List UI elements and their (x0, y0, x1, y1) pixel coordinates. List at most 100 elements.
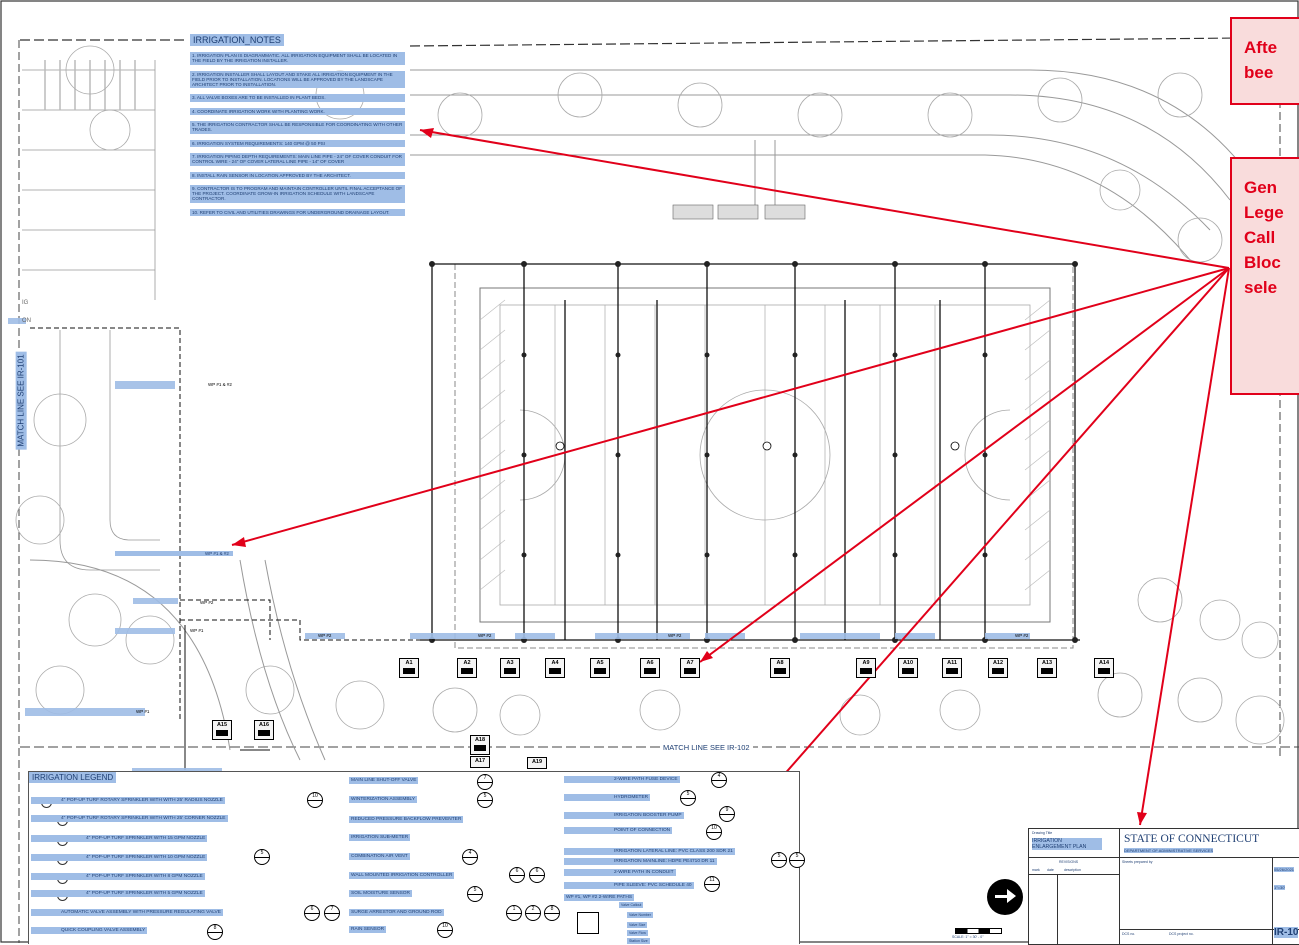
north-arrow-icon (987, 879, 1023, 915)
valve-callout[interactable]: A16 (254, 720, 274, 740)
legend-item: AUTOMATIC VALVE ASSEMBLY WITH PRESSURE R… (31, 909, 223, 916)
drawing-date: 05/26/2021 (1274, 867, 1295, 872)
valve-callout[interactable]: A12 (988, 658, 1008, 678)
legend-item: 2-WIRE PATH IN CONDUIT (564, 869, 676, 876)
scale-bar-label: SCALE: 1" = 30' - 0" (952, 935, 984, 939)
rev-col-mark: mark (1032, 868, 1040, 872)
legend-item: 2-WIRE PATH FUSE DEVICE (564, 776, 680, 783)
valve-callout[interactable]: A9 (856, 658, 876, 678)
drawing-title: IRRIGATION ENLARGEMENT PLAN (1032, 838, 1102, 850)
note-item: 5. THE IRRIGATION CONTRACTOR SHALL BE RE… (190, 121, 405, 134)
detail-callout: 6 (529, 867, 545, 883)
detail-callout: 5 (771, 852, 787, 868)
detail-callout: 8 (544, 905, 560, 921)
legend-item: IRRIGATION MAINLINE: HDPE PE4710 DR 11 (564, 858, 717, 865)
revisions-label: REVISIONS (1059, 860, 1079, 864)
legend-item: 4" POP-UP TURF SPRINKLER WITH 15 GPM NOZ… (31, 835, 208, 842)
detail-callout: 4 (462, 849, 478, 865)
detail-callout: 10 (307, 792, 323, 808)
annotation-text: Gen Lege Call Bloc sele (1244, 178, 1284, 297)
irrigation-legend: IRRIGATION LEGEND 4" POP-UP TURF ROTARY … (28, 771, 805, 944)
note-item: 3. ALL VALVE BOXES ARE TO BE INSTALLED I… (190, 94, 405, 102)
detail-callout: 5 (680, 790, 696, 806)
legend-item: HYDROMETER (564, 794, 651, 801)
note-item: 6. IRRIGATION SYSTEM REQUIREMENTS: 140 G… (190, 139, 405, 147)
match-line-bottom: MATCH LINE SEE IR-102 (660, 743, 753, 752)
valve-key-label: Valve Size (627, 922, 648, 928)
wire-path-label: WP #2 (478, 633, 492, 638)
valve-callout[interactable]: A5 (590, 658, 610, 678)
drawing-scale: 1"=30' (1274, 885, 1286, 890)
detail-callout: 11 (704, 876, 720, 892)
legend-item: COMBINATION AIR VENT (349, 853, 410, 860)
valve-callout[interactable]: A1 (399, 658, 419, 678)
dcs-project-no-label: DCS project no. (1169, 932, 1194, 936)
valve-callout-key (577, 912, 599, 934)
detail-callout: 10 (437, 922, 453, 938)
wire-path-label: WP #2 (318, 633, 332, 638)
valve-callout[interactable]: A7 (680, 658, 700, 678)
legend-item: SOIL MOISTURE SENSOR (349, 890, 412, 897)
rev-col-date: date (1047, 868, 1054, 872)
annotation-callout: Gen Lege Call Bloc sele (1230, 157, 1299, 395)
note-item: 2. IRRIGATION INSTALLER SHALL LAYOUT AND… (190, 70, 405, 89)
wire-path-label: WP #2 (1015, 633, 1029, 638)
valve-callout[interactable]: A11 (942, 658, 962, 678)
note-item: 4. COORDINATE IRRIGATION WORK WITH PLANT… (190, 107, 405, 116)
valve-callout[interactable]: A8 (770, 658, 790, 678)
left-edge-label: IG (22, 300, 29, 306)
wire-path-label: WP #2 (200, 600, 214, 605)
legend-item: REDUCED PRESSURE BACKFLOW PREVENTER (349, 816, 464, 823)
match-line-left: MATCH LINE SEE IR-101 (15, 351, 27, 450)
detail-callout: 2 (525, 905, 541, 921)
legend-item: IRRIGATION BOOSTER PUMP (564, 812, 684, 819)
title-block: Drawing Title IRRIGATION ENLARGEMENT PLA… (1028, 828, 1299, 945)
scale-bar (955, 928, 1002, 934)
detail-callout: 5 (467, 886, 483, 902)
annotation-text: Afte bee (1244, 38, 1278, 82)
valve-callout[interactable]: A3 (500, 658, 520, 678)
legend-item: IRRIGATION LATERAL LINE: PVC CLASS 200 S… (564, 848, 735, 855)
legend-item: POINT OF CONNECTION (564, 827, 673, 834)
valve-key-label: Valve Flow (627, 930, 648, 936)
valve-callout[interactable]: A13 (1037, 658, 1057, 678)
valve-key-label: Station Size (627, 938, 650, 944)
valve-callout[interactable]: A15 (212, 720, 232, 740)
valve-callout[interactable]: A10 (898, 658, 918, 678)
detail-callout: 6 (304, 905, 320, 921)
irrigation-notes: IRRIGATION_NOTES 1. IRRIGATION PLAN IS D… (190, 30, 405, 222)
legend-item: MAIN LINE SHUT-OFF VALVE (349, 777, 419, 784)
legend-item: WP #1, WP #2 2-WIRE PATHS (564, 894, 635, 901)
legend-item: 4" POP-UP TURF SPRINKLER WITH 5 GPM NOZZ… (31, 890, 205, 897)
note-item: 8. INSTALL RAIN SENSOR IN LOCATION APPRO… (190, 171, 405, 179)
prepared-by-label: Sheets prepared by (1122, 860, 1153, 864)
detail-callout: 5 (477, 792, 493, 808)
wire-path-label: WP #1 (190, 628, 204, 633)
sheet-number: IR-10 (1274, 927, 1299, 938)
legend-item: 4" POP-UP TURF SPRINKLER WITH 8 GPM NOZZ… (31, 873, 205, 880)
detail-callout: 4 (711, 772, 727, 788)
legend-item: QUICK COUPLING VALVE ASSEMBLY (31, 927, 148, 934)
detail-callout: 7 (477, 774, 493, 790)
valve-callout[interactable]: A6 (640, 658, 660, 678)
wire-path-label: WP #1 (136, 709, 150, 714)
legend-item: WINTERIZATION ASSEMBLY (349, 796, 418, 803)
note-item: 10. REFER TO CIVIL AND UTILITIES DRAWING… (190, 208, 405, 217)
valve-callout[interactable]: A18 (470, 735, 490, 755)
department-name: DEPARTMENT OF ADMINISTRATIVE SERVICES (1124, 848, 1214, 853)
legend-title: IRRIGATION LEGEND (29, 772, 117, 783)
detail-callout: 6 (509, 867, 525, 883)
valve-callout[interactable]: A19 (527, 757, 547, 769)
note-item: 7. IRRIGATION PIPING DEPTH REQUIREMENTS:… (190, 152, 405, 166)
valve-callout[interactable]: A17 (470, 756, 490, 768)
valve-callout[interactable]: A14 (1094, 658, 1114, 678)
agency-name: STATE OF CONNECTICUT (1124, 833, 1260, 845)
legend-item: 4" POP-UP TURF ROTARY SPRINKLER WITH WIT… (31, 797, 225, 804)
drawing-title-label: Drawing Title (1032, 831, 1053, 835)
valve-callout[interactable]: A2 (457, 658, 477, 678)
valve-callout[interactable]: A4 (545, 658, 565, 678)
wire-path-label: WP #1 & #2 (115, 551, 233, 556)
legend-item: PIPE SLEEVE: PVC SCHEDULE 40 (564, 882, 694, 889)
annotation-callout: Afte bee (1230, 17, 1299, 105)
